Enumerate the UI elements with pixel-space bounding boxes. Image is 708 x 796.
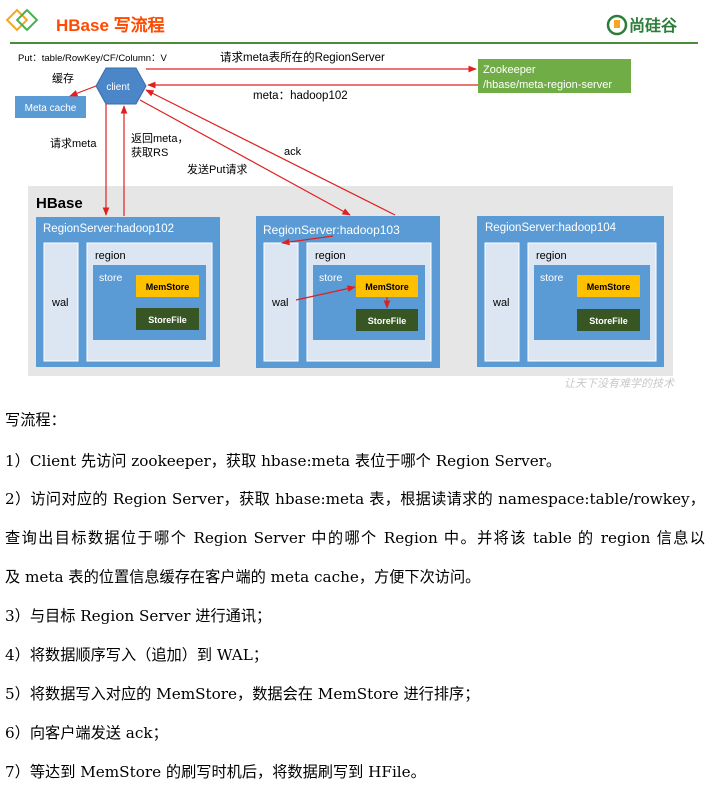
storefile-label: StoreFile: [148, 315, 187, 325]
memstore-box: [577, 275, 640, 297]
storefile-box: [136, 308, 199, 330]
region-server-103-name: RegionServer:hadoop103: [263, 223, 400, 237]
step-2-line-1: 2）访问对应的 Region Server，获取 hbase:meta 表，根据…: [5, 490, 705, 508]
region-label: region: [95, 250, 126, 262]
meta-cache-label: Meta cache: [25, 103, 77, 114]
memstore-box: [356, 275, 418, 297]
storefile-label: StoreFile: [368, 316, 407, 326]
region-server-103: RegionServer:hadoop103 wal region store …: [256, 216, 440, 368]
memstore-label: MemStore: [365, 282, 409, 292]
ack-arrow: [145, 89, 396, 216]
write-memstore-arrow: [295, 285, 356, 301]
meta-cache-box: [15, 96, 86, 118]
request-meta-label: 请求meta: [50, 137, 97, 150]
hbase-title: HBase: [36, 195, 83, 212]
wal-box: [484, 242, 520, 362]
memstore-label: MemStore: [587, 282, 631, 292]
wal-label: wal: [51, 297, 69, 309]
region-label: region: [536, 250, 567, 262]
store-label: store: [319, 272, 343, 284]
meta-location-label: meta：hadoop102: [253, 90, 348, 102]
region-label: region: [315, 250, 346, 262]
zookeeper-box: [478, 59, 631, 93]
header-logo-icon: [5, 8, 39, 32]
zookeeper-title: Zookeeper: [483, 64, 536, 76]
memstore-box: [136, 275, 199, 297]
cache-arrow: [69, 85, 97, 97]
client-label: client: [106, 82, 130, 93]
step-2-line-3: 及 meta 表的位置信息缓存在客户端的 meta cache，方便下次访问。: [5, 568, 481, 586]
brand-logo: 尚硅谷: [606, 14, 678, 36]
write-wal-arrow: [281, 235, 334, 246]
section-heading: 写流程：: [5, 411, 66, 429]
wal-label: wal: [492, 297, 510, 309]
hbase-write-flow-diagram: HBase 写流程 尚硅谷 HBase RegionServer:hadoop1…: [5, 8, 698, 390]
return-meta-label-2: 获取RS: [131, 146, 168, 159]
put-request-label: Put：table/RowKey/CF/Column：V: [18, 53, 168, 64]
store-label: store: [99, 272, 123, 284]
step-4: 4）将数据顺序写入（追加）到 WAL；: [5, 646, 269, 664]
page-title: HBase 写流程: [56, 15, 165, 35]
wal-label: wal: [271, 297, 289, 309]
region-server-104: RegionServer:hadoop104 wal region store …: [477, 216, 664, 367]
wal-box: [43, 242, 79, 362]
cache-label: 缓存: [52, 71, 74, 85]
storefile-label: StoreFile: [589, 316, 628, 326]
return-meta-label-1: 返回meta，: [131, 132, 188, 145]
request-rs-label: 请求meta表所在的RegionServer: [220, 50, 385, 64]
ack-label: ack: [284, 146, 302, 158]
send-put-arrow: [139, 99, 351, 216]
region-server-104-name: RegionServer:hadoop104: [485, 222, 617, 234]
storefile-box: [356, 309, 418, 331]
step-3: 3）与目标 Region Server 进行通讯；: [5, 607, 272, 625]
send-put-label: 发送Put请求: [187, 162, 248, 176]
wal-box: [263, 242, 299, 362]
storefile-box: [577, 309, 640, 331]
zookeeper-path: /hbase/meta-region-server: [483, 79, 612, 91]
watermark: 让天下没有难学的技术: [564, 377, 675, 390]
region-server-102: RegionServer:hadoop102 wal region store …: [36, 217, 220, 367]
brand-logo-text: 尚硅谷: [629, 16, 678, 35]
memstore-label: MemStore: [146, 282, 190, 292]
step-6: 6）向客户端发送 ack；: [5, 724, 168, 742]
step-1: 1）Client 先访问 zookeeper，获取 hbase:meta 表位于…: [5, 452, 562, 470]
step-5: 5）将数据写入对应的 MemStore，数据会在 MemStore 进行排序；: [5, 685, 480, 703]
region-server-102-name: RegionServer:hadoop102: [43, 223, 174, 235]
step-2-line-2: 查询出目标数据位于哪个 Region Server 中的哪个 Region 中。…: [5, 529, 705, 547]
step-7: 7）等达到 MemStore 的刷写时机后，将数据刷写到 HFile。: [5, 763, 426, 781]
store-label: store: [540, 272, 564, 284]
